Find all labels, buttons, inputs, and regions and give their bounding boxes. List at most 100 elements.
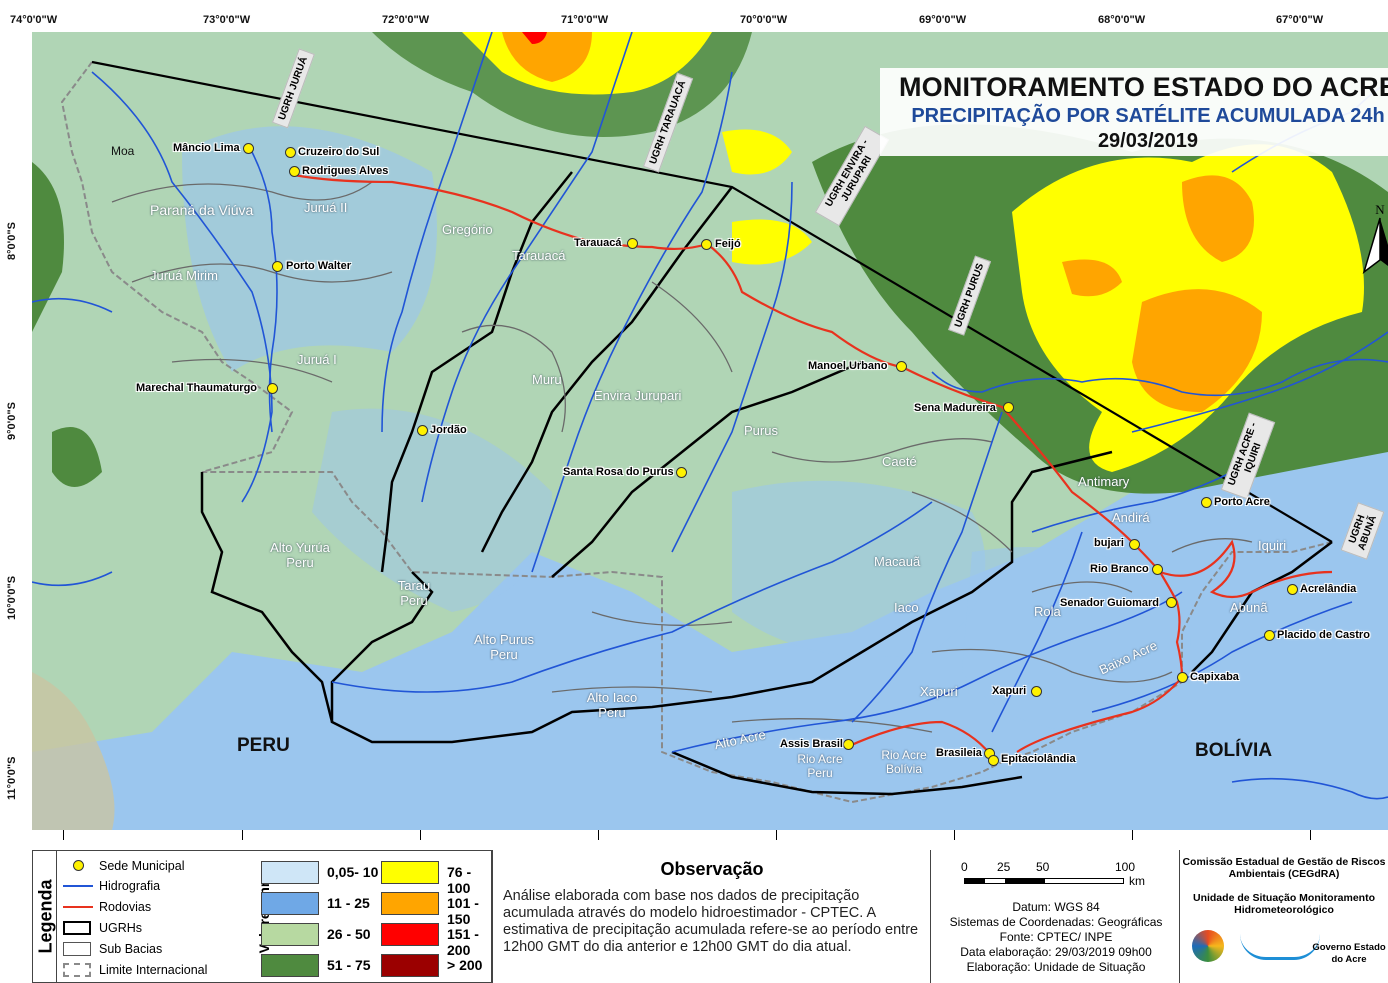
zone-51-75	[52, 427, 102, 487]
zone-26-50	[312, 408, 552, 612]
longitude-label: 72°0'0"W	[382, 14, 430, 26]
longitude-label: 70°0'0"W	[740, 14, 788, 26]
city-label: Mâncio Lima	[173, 142, 240, 154]
city-label: bujari	[1094, 537, 1124, 549]
scale-unit: km	[1129, 874, 1145, 888]
value-class-swatch	[261, 954, 319, 977]
city-marker[interactable]	[1031, 686, 1042, 697]
subbasin-label: Abunã	[1230, 600, 1268, 615]
imc-logo-icon	[1240, 934, 1320, 960]
longitude-label: 71°0'0"W	[561, 14, 609, 26]
city-marker[interactable]	[267, 383, 278, 394]
subbasin-label: Alto Iaco Peru	[586, 690, 638, 720]
legend-item: Limite Internacional	[63, 963, 207, 977]
latitude-label: 11°0'0"S	[6, 756, 18, 800]
title-box: MONITORAMENTO ESTADO DO ACRE PRECIPITAÇÃ…	[880, 68, 1388, 156]
zone-26-50	[962, 547, 1191, 734]
tick	[420, 830, 421, 840]
value-class-swatch	[381, 861, 439, 884]
country-label-peru: PERU	[237, 735, 290, 756]
city-marker[interactable]	[988, 755, 999, 766]
subbasin-label: Macauã	[874, 554, 921, 569]
subbasin-label: Rola	[1034, 604, 1061, 619]
scale-tick-label: 0	[961, 860, 968, 874]
tick	[598, 830, 599, 840]
city-marker[interactable]	[1177, 672, 1188, 683]
city-marker[interactable]	[676, 467, 687, 478]
city-marker[interactable]	[701, 239, 712, 250]
city-label: Xapuri	[992, 685, 1027, 697]
boundary-box-icon	[63, 963, 93, 977]
city-marker[interactable]	[417, 425, 428, 436]
org-name: Comissão Estadual de Gestão de Riscos Am…	[1182, 856, 1386, 880]
subbasin-label: Rio Acre Bolívia	[881, 748, 927, 776]
city-marker[interactable]	[285, 147, 296, 158]
subbasin-label: Rio Acre Peru	[797, 752, 843, 780]
ugrh-boundary	[480, 186, 733, 553]
city-marker-icon	[63, 859, 93, 873]
observation-text: Análise elaborada com base nos dados de …	[503, 888, 919, 955]
zone-26-50	[732, 480, 986, 657]
city-label: Jordão	[430, 424, 467, 436]
city-marker[interactable]	[1287, 584, 1298, 595]
scale-tick-label: 100	[1115, 860, 1136, 874]
map-metadata: Datum: WGS 84 Sistemas de Coordenadas: G…	[949, 900, 1163, 974]
city-marker[interactable]	[1152, 564, 1163, 575]
city-label: Epitaciolândia	[1001, 753, 1076, 765]
longitude-label: 68°0'0"W	[1098, 14, 1146, 26]
subbasin-label: Andirá	[1112, 510, 1150, 525]
latitude-label: 10°0'0"S	[6, 575, 18, 620]
zone-51-75	[32, 162, 64, 332]
city-marker[interactable]	[843, 739, 854, 750]
legend-item: Hidrografia	[63, 879, 160, 893]
ugrh-boundary	[380, 171, 573, 573]
sema-logo-icon	[1192, 930, 1224, 962]
value-class-label: 76 - 100	[447, 864, 472, 896]
scale-tick-label: 25	[997, 860, 1011, 874]
longitude-label: 74°0'0"W	[10, 14, 58, 26]
ugrh-boundary	[330, 450, 1113, 744]
org-unit: Unidade de Situação Monitoramento Hidrom…	[1192, 892, 1376, 916]
precipitation-map	[32, 32, 1388, 830]
subbasin-label: Envira Jurupari	[594, 388, 682, 403]
organization-panel: Comissão Estadual de Gestão de Riscos Am…	[1180, 850, 1388, 983]
road-line-icon	[63, 900, 93, 914]
value-class-label: 11 - 25	[327, 895, 370, 911]
city-label: Porto Acre	[1214, 496, 1270, 508]
city-marker[interactable]	[1003, 402, 1014, 413]
city-marker[interactable]	[1166, 597, 1177, 608]
value-class-label: 26 - 50	[327, 926, 371, 942]
legend-item: UGRHs	[63, 921, 142, 935]
legend-tab: Legenda	[33, 851, 57, 983]
city-marker[interactable]	[243, 143, 254, 154]
map-frame[interactable]: UGRH JURUÁ UGRH TARAUACÁ UGRH ENVIRA - J…	[32, 32, 1388, 830]
ugrh-box-icon	[63, 921, 93, 935]
map-date: 29/03/2019	[1097, 130, 1199, 152]
value-class-swatch	[261, 892, 319, 915]
subbasin-label: Alto Yurúa Peru	[270, 540, 330, 570]
city-marker[interactable]	[627, 238, 638, 249]
subbasin-label: Juruá Mirim	[150, 268, 218, 283]
legend: Legenda Sede Municipal Hidrografia Rodov…	[32, 850, 492, 983]
longitude-label: 67°0'0"W	[1276, 14, 1324, 26]
international-boundary	[60, 61, 1333, 804]
city-label: Acrelândia	[1300, 583, 1357, 595]
subbasin-label: Tarau Peru	[397, 578, 431, 608]
city-marker[interactable]	[272, 261, 283, 272]
legend-item: Rodovias	[63, 900, 151, 914]
value-class-swatch	[381, 954, 439, 977]
zone-26-50	[182, 126, 437, 373]
country-label-bolivia: BOLÍVIA	[1195, 740, 1273, 761]
city-marker[interactable]	[1264, 630, 1275, 641]
city-marker[interactable]	[1201, 497, 1212, 508]
scale-panel: 0 25 50 100 km Datum: WGS 84 Sistemas de…	[930, 850, 1180, 983]
value-class-label: 151 - 200	[447, 926, 479, 958]
map-subtitle: PRECIPITAÇÃO POR SATÉLITE ACUMULADA 24h	[911, 105, 1385, 127]
tick	[63, 830, 64, 840]
city-marker[interactable]	[289, 166, 300, 177]
subbasin-label: Moa	[111, 144, 135, 158]
ugrh-boundary	[671, 750, 1023, 796]
city-marker[interactable]	[1129, 539, 1140, 550]
rivers	[32, 32, 1388, 800]
city-marker[interactable]	[896, 361, 907, 372]
